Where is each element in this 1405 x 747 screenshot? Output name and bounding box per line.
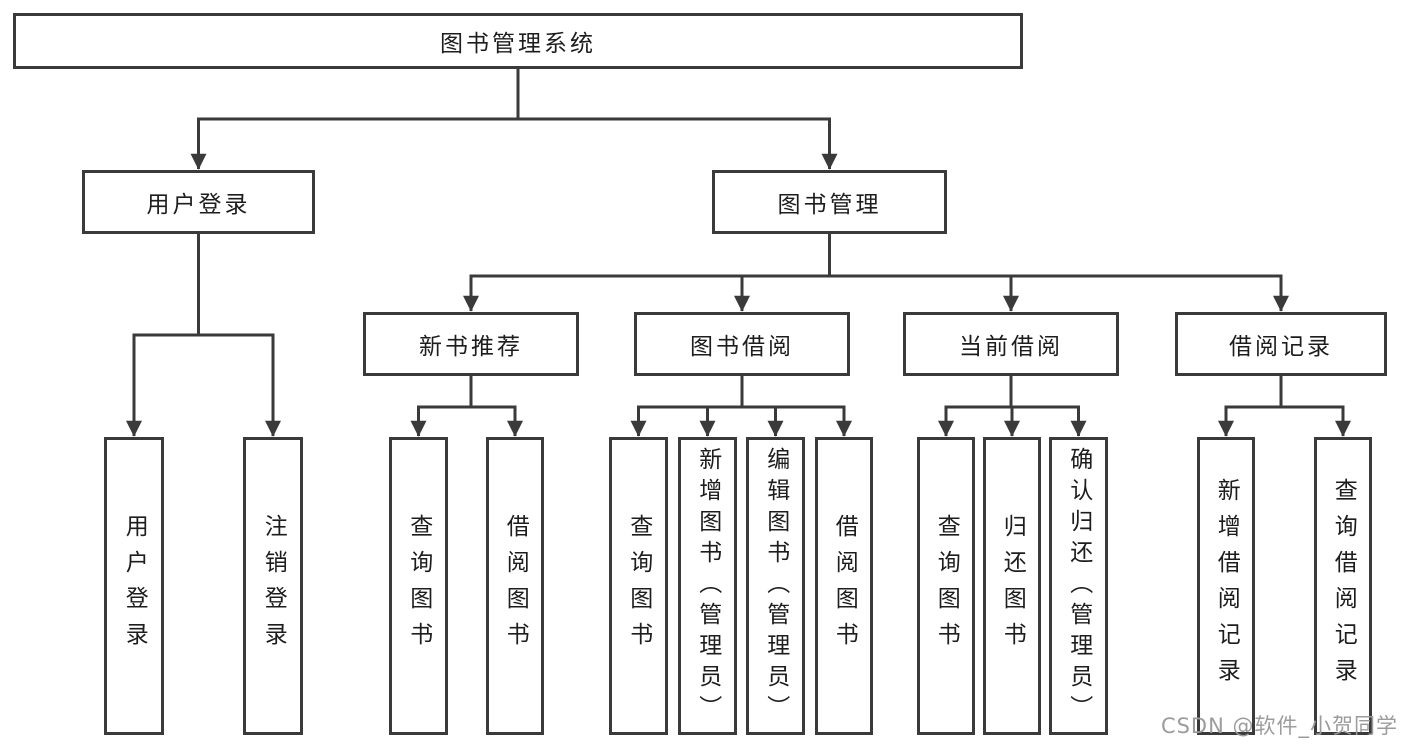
node-book-management: 图书管理 [712,170,947,234]
connector-new-book-split [417,374,517,409]
leaf-cb-return-books-label: 归还图书 [999,514,1026,658]
leaf-nbr-borrow-books: 借阅图书 [486,437,544,735]
leaf-nbr-borrow-books-label: 借阅图书 [502,514,529,658]
connector-user-login-split [132,232,275,337]
leaf-bb-add-books-admin: 新增图书（管理员） [678,437,737,735]
leaf-br-add-borrow-record-label: 新增借阅记录 [1213,478,1240,694]
leaf-cb-query-books-label: 查询图书 [933,514,960,658]
leaf-cb-return-books: 归还图书 [983,437,1041,735]
leaf-bb-query-books: 查询图书 [609,437,668,735]
leaf-cb-query-books: 查询图书 [917,437,975,735]
connector-book-borrow-split [637,374,846,409]
leaf-nbr-query-books-label: 查询图书 [405,514,432,658]
connector-borrow-record-split [1224,374,1345,409]
leaf-br-query-borrow-record: 查询借阅记录 [1314,437,1372,735]
leaf-bb-borrow-books: 借阅图书 [815,437,873,735]
leaf-cb-confirm-return-admin-label: 确认归还（管理员） [1065,446,1092,726]
node-user-login: 用户登录 [82,170,315,234]
node-new-book-recommend: 新书推荐 [363,312,579,376]
leaf-bb-query-books-label: 查询图书 [625,514,652,658]
connector-book-management-split [469,232,1283,278]
leaf-bb-edit-books-admin-label: 编辑图书（管理员） [762,446,789,726]
connector-root-split [197,67,831,121]
leaf-logout-label: 注销登录 [260,514,287,658]
leaf-bb-edit-books-admin: 编辑图书（管理员） [746,437,805,735]
leaf-user-login: 用户登录 [104,437,164,735]
leaf-logout: 注销登录 [243,437,303,735]
node-borrow-record: 借阅记录 [1175,312,1387,376]
leaf-nbr-query-books: 查询图书 [389,437,448,735]
leaf-cb-confirm-return-admin: 确认归还（管理员） [1049,437,1108,735]
node-current-borrow: 当前借阅 [903,312,1119,376]
leaf-bb-borrow-books-label: 借阅图书 [831,514,858,658]
connector-current-borrow-split [944,374,1080,409]
leaf-user-login-label: 用户登录 [121,514,148,658]
node-root-library-system: 图书管理系统 [13,13,1023,69]
leaf-br-add-borrow-record: 新增借阅记录 [1197,437,1255,735]
watermark: CSDN @软件_小贺同学 [1160,714,1398,738]
node-book-borrow: 图书借阅 [634,312,850,376]
leaf-br-query-borrow-record-label: 查询借阅记录 [1330,478,1357,694]
leaf-bb-add-books-admin-label: 新增图书（管理员） [694,446,721,726]
